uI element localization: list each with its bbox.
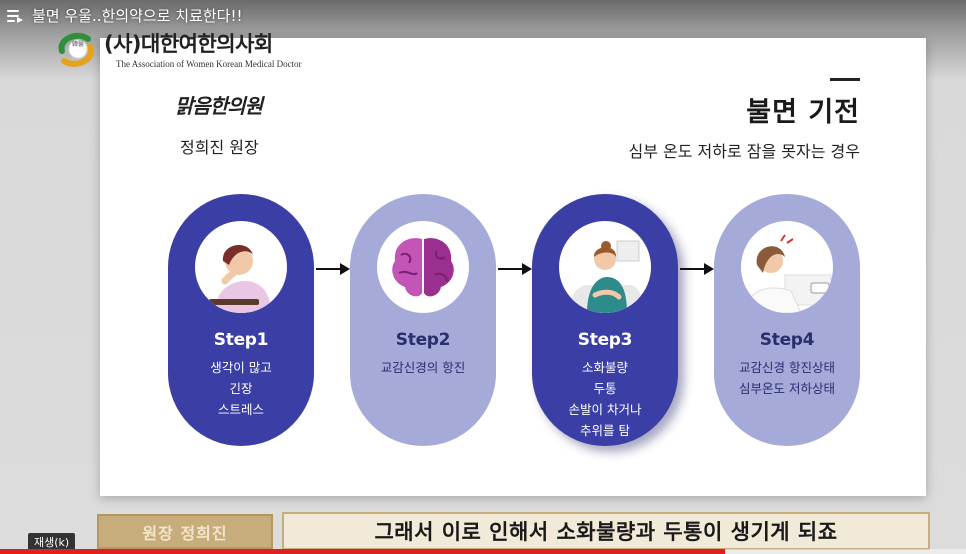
progress-fill <box>0 549 725 554</box>
progress-bar[interactable] <box>0 549 966 554</box>
step-desc-line: 교감신경 항진상태 <box>739 360 835 375</box>
org-name-en: The Association of Women Korean Medical … <box>116 59 302 69</box>
arrow-right-icon <box>680 262 714 276</box>
step-desc-line: 생각이 많고 <box>210 360 272 375</box>
playlist-icon[interactable] <box>6 6 24 24</box>
step-label-2: Step2 <box>395 330 451 350</box>
step-card-2: Step2 교감신경의 항진 <box>350 194 496 446</box>
caption-text: 그래서 이로 인해서 소화불량과 두통이 생기게 되죠 <box>374 520 838 544</box>
step-desc-2: 교감신경의 항진 <box>350 357 496 378</box>
sick-woman-icon <box>559 221 651 313</box>
step-card-1: Step1 생각이 많고 긴장 스트레스 <box>168 194 314 446</box>
step-label-3: Step3 <box>577 330 633 350</box>
step-desc-line: 소화불량 <box>581 360 628 375</box>
step-desc-line: 추위를 탐 <box>580 423 630 438</box>
stressed-woman-icon <box>195 221 287 313</box>
clinic-brand: 맑음한의원 <box>175 94 263 118</box>
step-label-1: Step1 <box>213 330 269 350</box>
arrow-right-icon <box>316 262 350 276</box>
arrow-right-icon <box>498 262 532 276</box>
org-emblem-icon: 韓醫 <box>52 29 104 69</box>
brain-icon <box>377 221 469 313</box>
play-tooltip: 재생(k) <box>28 533 76 553</box>
insomnia-woman-icon <box>741 221 833 313</box>
step-card-4: Step4 교감신경 항진상태 심부온도 저하상태 <box>714 194 860 446</box>
doctor-name: 정희진 원장 <box>180 138 259 157</box>
step-desc-1: 생각이 많고 긴장 스트레스 <box>168 357 314 420</box>
step-desc-line: 두통 <box>593 381 617 396</box>
video-title[interactable]: 불면 우울..한의약으로 치료한다!! <box>32 6 243 25</box>
org-name-ko: (사)대한여한의사회 <box>104 32 273 56</box>
step-desc-line: 심부온도 저하상태 <box>739 381 835 396</box>
title-accent-bar <box>830 78 860 81</box>
step-desc-line: 긴장 <box>229 381 253 396</box>
slide-subtitle: 심부 온도 저하로 잠을 못자는 경우 <box>628 142 860 161</box>
step-desc-4: 교감신경 항진상태 심부온도 저하상태 <box>714 357 860 399</box>
step-desc-3: 소화불량 두통 손발이 차거나 추위를 탐 <box>532 357 678 441</box>
speaker-label: 원장 정희진 <box>97 514 273 549</box>
org-logo: 韓醫 (사)대한여한의사회 The Association of Women K… <box>52 28 302 69</box>
step-card-3: Step3 소화불량 두통 손발이 차거나 추위를 탐 <box>532 194 678 446</box>
caption-bar: 그래서 이로 인해서 소화불량과 두통이 생기게 되죠 <box>282 512 930 550</box>
step-label-4: Step4 <box>759 330 815 350</box>
step-desc-line: 손발이 차거나 <box>568 402 642 417</box>
org-emblem-badge: 韓醫 <box>72 40 85 48</box>
video-top-bar: 불면 우울..한의약으로 치료한다!! <box>0 0 966 30</box>
speaker-name: 원장 정희진 <box>142 523 228 543</box>
slide-title: 불면 기전 <box>746 97 860 128</box>
step-desc-line: 스트레스 <box>217 402 264 417</box>
step-desc-line: 교감신경의 항진 <box>380 360 466 375</box>
